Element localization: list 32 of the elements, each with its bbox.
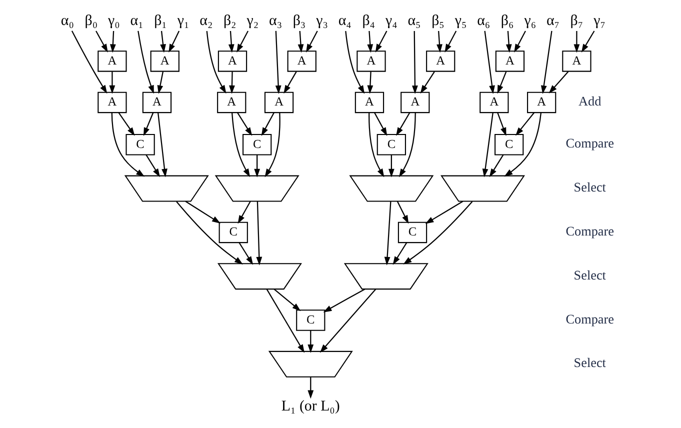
node-text: β₄ <box>362 12 375 29</box>
label: Compare <box>566 311 614 326</box>
node-text: γ₂ <box>246 12 259 29</box>
node-text: β₁ <box>154 12 167 29</box>
node-text: β₆ <box>500 12 514 29</box>
label: Select <box>574 355 606 370</box>
node-text: β₇ <box>570 12 584 29</box>
node-text: γ₀ <box>108 12 120 29</box>
node-text: γ₆ <box>524 12 536 29</box>
label: Compare <box>566 224 614 239</box>
node-text: α₅ <box>408 12 421 29</box>
node-text: α₂ <box>200 12 213 29</box>
node-text: γ₇ <box>594 12 606 29</box>
node-text: β₀ <box>84 12 98 29</box>
node-text: α₄ <box>338 12 352 29</box>
node-text: α₃ <box>269 12 282 29</box>
node-text: γ₅ <box>454 12 467 29</box>
node-text: γ₃ <box>316 12 328 29</box>
node-text: β₅ <box>432 12 444 29</box>
node-text: β₃ <box>292 12 306 29</box>
node-text: α₆ <box>477 12 490 29</box>
node-text: α₀ <box>60 12 74 29</box>
node-text: α₇ <box>546 12 560 29</box>
node-text: γ₄ <box>386 12 398 29</box>
node-text: γ₁ <box>177 12 190 29</box>
node-text: α₁ <box>130 12 144 29</box>
node-text: β₂ <box>223 12 236 29</box>
node-text: L₁ (or L₀) <box>281 398 340 414</box>
label: Select <box>574 180 606 195</box>
label: Add <box>578 94 602 109</box>
label: Compare <box>566 136 614 151</box>
label: Select <box>574 267 606 282</box>
